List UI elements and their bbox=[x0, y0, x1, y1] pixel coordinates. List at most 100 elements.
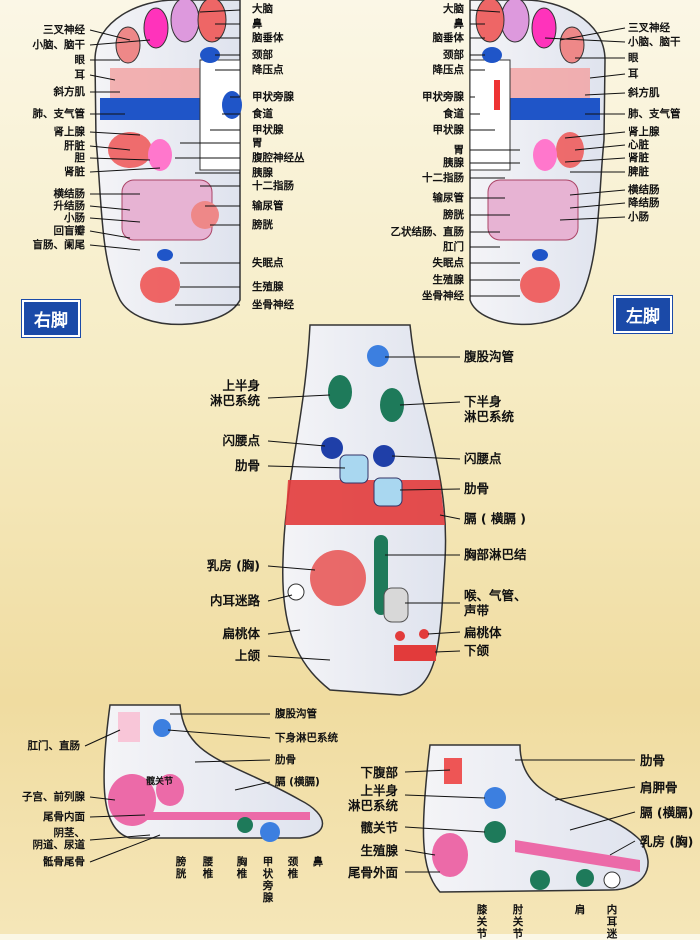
label: 坐骨神经 bbox=[422, 290, 464, 302]
label: 胃 bbox=[252, 137, 263, 149]
label: 下腹部 bbox=[360, 765, 398, 780]
left-foot-tag: 左脚 bbox=[614, 296, 672, 333]
left-foot-sole bbox=[470, 0, 605, 324]
label: 膀胱 bbox=[252, 219, 273, 231]
label: 生殖腺 bbox=[433, 274, 465, 286]
label: 颈部 bbox=[252, 49, 273, 61]
label: 膈 (横膈) bbox=[640, 805, 693, 820]
label: 肘关节 bbox=[512, 904, 524, 940]
label: 膝关节 bbox=[476, 904, 488, 940]
label: 上半身 淋巴系统 bbox=[210, 378, 260, 408]
label: 肩 bbox=[574, 904, 586, 916]
label: 乙状结肠、直肠 bbox=[391, 226, 465, 238]
label: 输尿管 bbox=[433, 192, 465, 204]
label: 肾上腺 bbox=[54, 126, 86, 138]
label: 子宫、前列腺 bbox=[22, 791, 85, 803]
label: 下身淋巴系统 bbox=[275, 732, 338, 744]
label: 肋骨 bbox=[275, 754, 296, 766]
label: 闪腰点 bbox=[464, 451, 502, 466]
label: 胸椎 bbox=[236, 856, 248, 880]
label: 肛门 bbox=[443, 241, 464, 253]
label: 甲状旁腺 bbox=[252, 91, 294, 103]
label: 三叉神经 bbox=[628, 22, 670, 34]
label: 膈 (横膈) bbox=[275, 776, 320, 788]
label: 闪腰点 bbox=[222, 433, 260, 448]
label: 回盲瓣 bbox=[54, 225, 86, 237]
label: 小脑、脑干 bbox=[628, 36, 681, 48]
label: 腹股沟管 bbox=[464, 349, 514, 364]
label: 食道 bbox=[252, 108, 273, 120]
label: 甲状腺 bbox=[433, 124, 465, 136]
dorsal-foot bbox=[283, 325, 446, 695]
label: 肺、支气管 bbox=[628, 108, 681, 120]
label: 十二指肠 bbox=[422, 172, 464, 184]
label: 腰椎 bbox=[202, 856, 214, 880]
label: 耳 bbox=[628, 68, 639, 80]
label: 扁桃体 bbox=[222, 626, 260, 641]
inner-side-foot bbox=[104, 705, 322, 842]
right-foot-tag: 右脚 bbox=[22, 300, 80, 337]
label: 内耳迷 bbox=[606, 904, 618, 940]
label: 肾上腺 bbox=[628, 126, 660, 138]
label: 鼻 bbox=[454, 18, 465, 30]
label: 肋骨 bbox=[235, 458, 260, 473]
label: 髋关节 bbox=[146, 776, 173, 788]
label: 三叉神经 bbox=[43, 24, 85, 36]
right-foot-sole bbox=[95, 0, 242, 324]
label: 肾脏 bbox=[64, 166, 85, 178]
label: 脑垂体 bbox=[433, 32, 465, 44]
label: 心脏 bbox=[628, 139, 649, 151]
label: 上颌 bbox=[235, 648, 260, 663]
label: 尾骨外面 bbox=[348, 865, 398, 880]
label: 生殖腺 bbox=[252, 281, 284, 293]
label: 小脑、脑干 bbox=[33, 39, 86, 51]
label: 肋骨 bbox=[640, 753, 665, 768]
label: 斜方肌 bbox=[54, 86, 86, 98]
label: 胸部淋巴结 bbox=[464, 547, 527, 562]
label: 胆 bbox=[75, 152, 86, 164]
label: 盲肠、阑尾 bbox=[33, 239, 86, 251]
label: 肾脏 bbox=[628, 152, 649, 164]
label: 胰腺 bbox=[252, 167, 273, 179]
label: 鼻 bbox=[252, 18, 263, 30]
label: 胃 bbox=[454, 144, 465, 156]
label: 膈 ( 横膈 ) bbox=[464, 511, 526, 526]
label: 胰腺 bbox=[443, 157, 464, 169]
label: 内耳迷路 bbox=[210, 593, 260, 608]
label: 腹腔神经丛 bbox=[252, 152, 305, 164]
label: 输尿管 bbox=[252, 200, 284, 212]
label: 生殖腺 bbox=[360, 843, 398, 858]
label: 眼 bbox=[75, 54, 86, 66]
label: 横结肠 bbox=[54, 188, 86, 200]
label: 甲状旁腺 bbox=[422, 91, 464, 103]
label: 脾脏 bbox=[628, 166, 649, 178]
label: 小肠 bbox=[64, 212, 85, 224]
label: 髋关节 bbox=[360, 820, 398, 835]
label: 肋骨 bbox=[464, 481, 489, 496]
label: 上半身 淋巴系统 bbox=[348, 783, 398, 813]
label: 喉、气管、 声带 bbox=[464, 588, 527, 618]
label: 颈部 bbox=[443, 49, 464, 61]
label: 耳 bbox=[75, 69, 86, 81]
label: 降压点 bbox=[252, 64, 284, 76]
label: 阴茎、 阴道、尿道 bbox=[33, 827, 86, 851]
label: 膀胱 bbox=[175, 856, 187, 880]
label: 颈椎 bbox=[287, 856, 299, 880]
label: 坐骨神经 bbox=[252, 299, 294, 311]
label: 下颌 bbox=[464, 643, 489, 658]
label: 乳房 (胸) bbox=[640, 834, 693, 849]
label: 大脑 bbox=[252, 3, 273, 15]
label: 降结肠 bbox=[628, 197, 660, 209]
label: 甲状腺 bbox=[252, 124, 284, 136]
label: 失眠点 bbox=[433, 257, 465, 269]
label: 下半身 淋巴系统 bbox=[464, 394, 514, 424]
label: 小肠 bbox=[628, 211, 649, 223]
label: 斜方肌 bbox=[628, 87, 660, 99]
label: 肩胛骨 bbox=[640, 780, 678, 795]
label: 甲状旁腺 bbox=[262, 856, 274, 904]
label: 肺、支气管 bbox=[33, 108, 86, 120]
label: 肛门、直肠 bbox=[28, 740, 81, 752]
label: 大脑 bbox=[443, 3, 464, 15]
label: 十二指肠 bbox=[252, 180, 294, 192]
label: 眼 bbox=[628, 52, 639, 64]
